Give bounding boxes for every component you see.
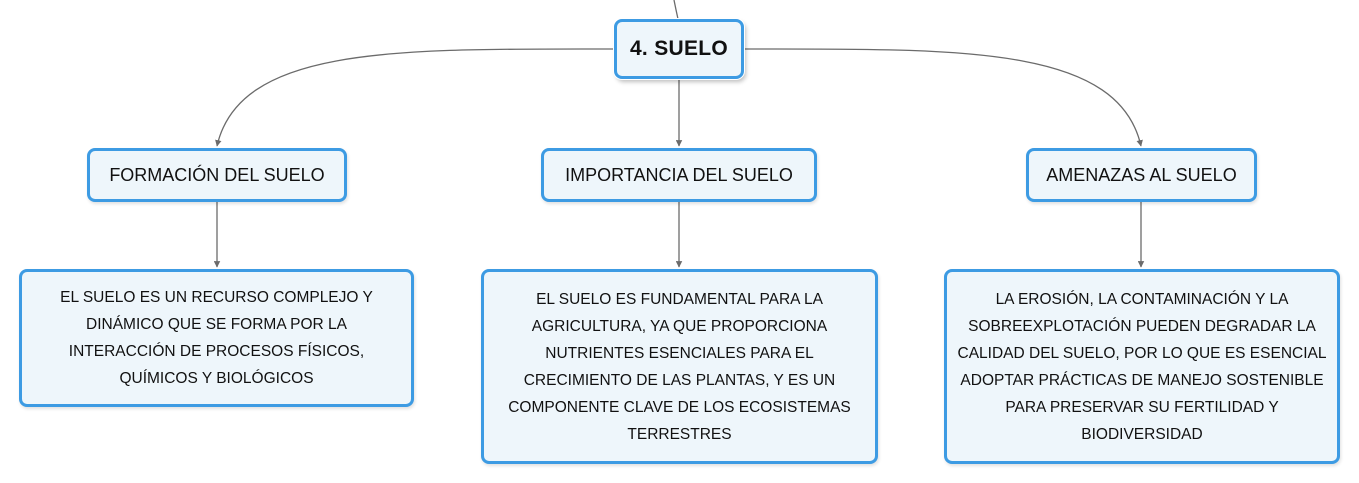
detail-node-text: LA EROSIÓN, LA CONTAMINACIÓN Y LA SOBREE…	[957, 290, 1327, 443]
connector-root-to-amenazas	[743, 48, 1143, 147]
detail-node-formacion[interactable]: EL SUELO ES UN RECURSO COMPLEJO Y DINÁMI…	[19, 269, 414, 407]
topic-node-label: FORMACIÓN DEL SUELO	[109, 164, 325, 185]
topic-node-formacion[interactable]: FORMACIÓN DEL SUELO	[87, 148, 347, 202]
detail-node-importancia[interactable]: EL SUELO ES FUNDAMENTAL PARA LA AGRICULT…	[481, 269, 878, 464]
topic-node-amenazas[interactable]: AMENAZAS AL SUELO	[1026, 148, 1257, 202]
root-node-label: 4. SUELO	[629, 37, 729, 60]
topic-node-importancia[interactable]: IMPORTANCIA DEL SUELO	[541, 148, 817, 202]
connector-parent-to-root	[673, 0, 679, 20]
topic-node-label: IMPORTANCIA DEL SUELO	[565, 164, 793, 185]
detail-node-text: EL SUELO ES FUNDAMENTAL PARA LA AGRICULT…	[508, 290, 851, 443]
root-node[interactable]: 4. SUELO	[614, 19, 744, 79]
topic-node-label: AMENAZAS AL SUELO	[1046, 164, 1237, 185]
detail-node-text: EL SUELO ES UN RECURSO COMPLEJO Y DINÁMI…	[60, 289, 373, 387]
detail-node-amenazas[interactable]: LA EROSIÓN, LA CONTAMINACIÓN Y LA SOBREE…	[944, 269, 1340, 464]
connector-root-to-formacion	[215, 48, 615, 147]
